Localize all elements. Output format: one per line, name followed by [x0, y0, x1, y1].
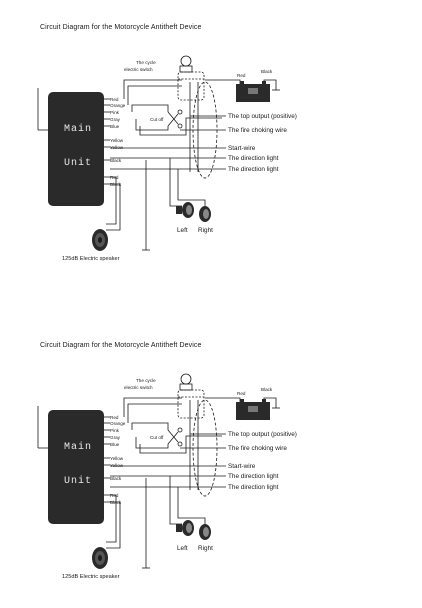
circuit-drawing: Main Unit Red Orange Pink Gray Blue Yell…: [37, 373, 297, 580]
output-label: The top output (positive): [228, 431, 297, 438]
wire-label: Yellow: [110, 138, 124, 143]
battery-red-label: Red: [237, 73, 246, 78]
unit-label-unit: Unit: [64, 157, 92, 169]
speaker-label: 125dB Electric speaker: [62, 256, 120, 262]
switch-icon: [177, 55, 205, 101]
yellow-to-left: [169, 476, 182, 525]
switch-to-battery: [205, 79, 241, 84]
speaker-wire-red: [106, 176, 117, 225]
unit-wire-stubs: [104, 98, 110, 185]
red-wire: [123, 79, 182, 99]
cutoff-label: Cut off: [150, 117, 164, 122]
right-light-label: Right: [198, 227, 213, 234]
wire-label: Gray: [110, 117, 121, 122]
wire-labels: Red Orange Pink Gray Blue Yellow Yellow …: [110, 97, 126, 187]
yellow-to-left: [169, 158, 182, 207]
pink-wire: [131, 104, 169, 112]
left-light-label: Left: [177, 227, 188, 234]
speaker-icon: [92, 229, 108, 251]
main-unit: [48, 410, 104, 524]
battery-red-label: Red: [237, 391, 246, 396]
orange-wire: [127, 85, 182, 105]
pink-wire: [131, 422, 169, 430]
wire-label: Black: [110, 476, 122, 481]
switch-label: The cycle: [136, 378, 156, 383]
wire-label: Blue: [110, 442, 120, 447]
output-labels: The top output (positive) The fire choki…: [228, 113, 297, 173]
switch-label: electric switch: [124, 385, 153, 390]
scissors-icon: [167, 109, 183, 129]
switch-icon: [177, 373, 205, 419]
yellow-to-right: [177, 487, 206, 526]
wire-label: Red: [110, 175, 119, 180]
wire-label: Yellow: [110, 456, 124, 461]
diagram-title: Circuit Diagram for the Motorcycle Antit…: [40, 24, 202, 31]
scissors-icon: [167, 427, 183, 447]
wire-label: Gray: [110, 435, 121, 440]
output-label: The direction light: [228, 473, 279, 480]
output-label: The direction light: [228, 155, 279, 162]
wire-label: Black: [110, 182, 122, 187]
wire-label: Pink: [110, 110, 120, 115]
output-label: Start-wire: [228, 145, 256, 152]
light-bulb-icon: [199, 524, 211, 540]
switch-to-battery: [205, 397, 241, 402]
unit-label-main: Main: [64, 123, 92, 135]
wire-label: Orange: [110, 103, 126, 108]
right-light-label: Right: [198, 545, 213, 552]
light-bulb-icon: [199, 206, 211, 222]
output-labels: The top output (positive) The fire choki…: [228, 431, 297, 491]
switch-label: The cycle: [136, 60, 156, 65]
wire-label: Orange: [110, 421, 126, 426]
switch-label: electric switch: [124, 67, 153, 72]
red-wire: [123, 397, 182, 417]
wire-label: Black: [110, 158, 122, 163]
blue-wire: [139, 435, 222, 454]
speaker-wire-red: [106, 494, 117, 543]
speaker-wire-black: [106, 183, 121, 231]
cutoff-label: Cut off: [150, 435, 164, 440]
wire-label: Black: [110, 500, 122, 505]
battery-black-label: Black: [261, 69, 273, 74]
battery-icon: [236, 399, 270, 420]
output-label: The direction light: [228, 484, 279, 491]
wire-label: Yellow: [110, 463, 124, 468]
light-bulb-icon: [176, 520, 194, 536]
battery-icon: [236, 81, 270, 102]
unit-wire-stubs: [104, 416, 110, 503]
main-unit: [48, 92, 104, 206]
gray-wire: [135, 119, 169, 131]
unit-label-unit: Unit: [64, 475, 92, 487]
yellow-to-right: [177, 169, 206, 208]
speaker-wire-black: [106, 501, 121, 549]
wire-label: Blue: [110, 124, 120, 129]
output-label: The direction light: [228, 166, 279, 173]
wire-label: Pink: [110, 428, 120, 433]
orange-wire: [127, 403, 182, 423]
output-label: The top output (positive): [228, 113, 297, 120]
left-light-label: Left: [177, 545, 188, 552]
output-label: The fire choking wire: [228, 127, 287, 134]
wire-label: Yellow: [110, 145, 124, 150]
output-label: Start-wire: [228, 463, 256, 470]
circuit-drawing: Main Unit Red Orange Pink Gray Blue Yell…: [37, 55, 297, 262]
blue-wire: [139, 117, 222, 136]
speaker-icon: [92, 547, 108, 569]
diagram-title: Circuit Diagram for the Motorcycle Antit…: [40, 342, 202, 349]
output-label: The fire choking wire: [228, 445, 287, 452]
gray-wire: [135, 437, 169, 449]
wire-labels: Red Orange Pink Gray Blue Yellow Yellow …: [110, 415, 126, 505]
wire-label: Red: [110, 493, 119, 498]
speaker-label: 125dB Electric speaker: [62, 574, 120, 580]
battery-black-label: Black: [261, 387, 273, 392]
unit-label-main: Main: [64, 441, 92, 453]
wire-label: Red: [110, 415, 119, 420]
circuit-diagram: Circuit Diagram for the Motorcycle Antit…: [0, 318, 422, 608]
wire-label: Red: [110, 97, 119, 102]
light-bulb-icon: [176, 202, 194, 218]
circuit-diagram: Circuit Diagram for the Motorcycle Antit…: [0, 0, 422, 290]
